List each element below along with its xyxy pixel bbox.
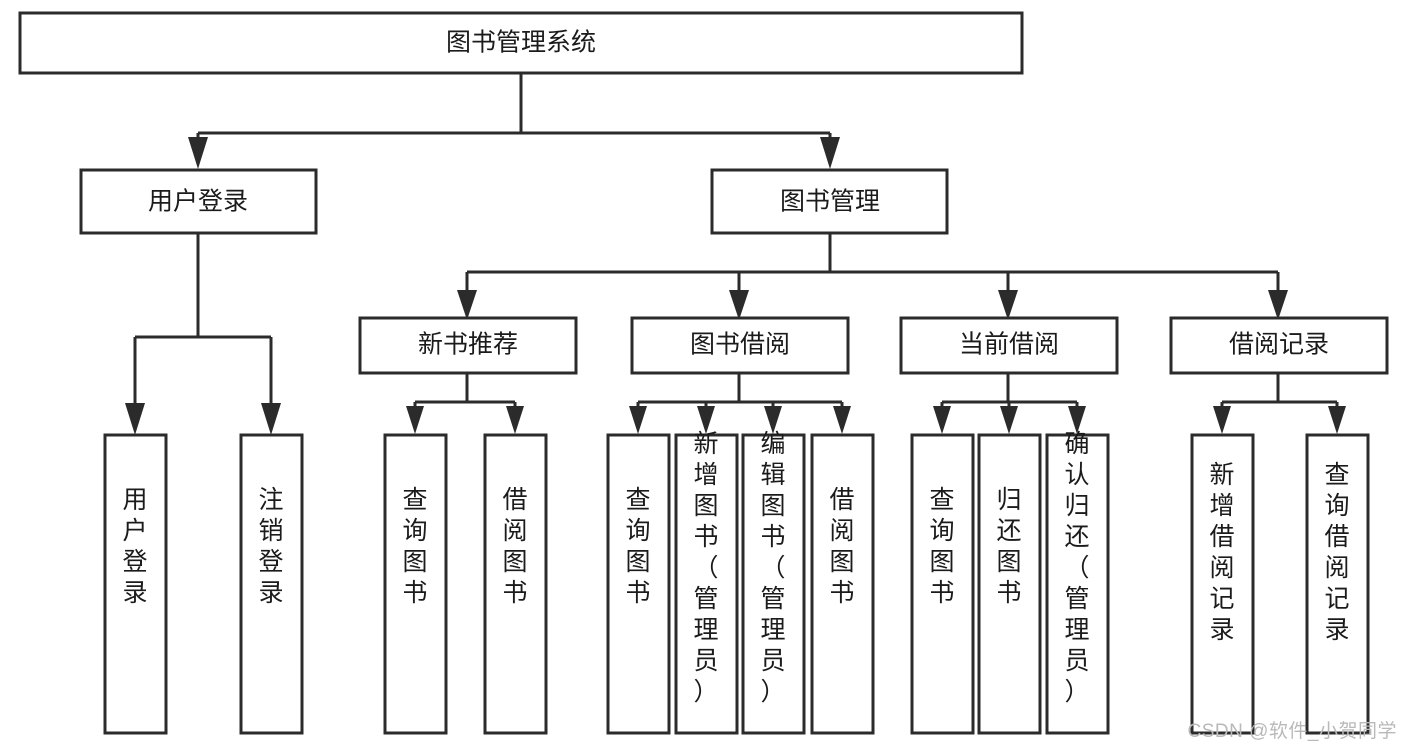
arrow-cb-leaf-3 <box>1068 406 1086 434</box>
arrow-cb-leaf-1 <box>933 406 951 434</box>
node-new-book-recommend[interactable]: 新书推荐 <box>358 316 578 375</box>
leaf-book-borrow-edit-box[interactable] <box>741 433 806 735</box>
arrow-root-to-book-mgmt <box>820 137 840 169</box>
node-book-borrow-label: 图书借阅 <box>690 331 790 359</box>
arrow-bb-leaf-3 <box>764 406 782 434</box>
leaf-current-borrow-confirm[interactable]: 确认归还（管理员） <box>1045 430 1110 735</box>
leaf-book-borrow-query-label: 查询图书 <box>625 486 650 607</box>
node-borrow-record-box[interactable] <box>1169 316 1389 375</box>
leaf-current-borrow-return-box[interactable] <box>977 433 1042 735</box>
arrow-bm-to-borrow-record <box>1268 290 1288 320</box>
arrow-bm-to-book-borrow <box>729 290 749 320</box>
node-user-login[interactable]: 用户登录 <box>79 168 318 235</box>
arrow-ul-to-leaf-1 <box>125 403 145 435</box>
leaf-user-login-logout-box[interactable] <box>239 433 304 735</box>
node-book-management-label: 图书管理 <box>780 188 880 216</box>
leaf-borrow-record-query-box[interactable] <box>1305 433 1370 735</box>
leaf-user-login-logout[interactable]: 注销登录 <box>239 433 304 735</box>
leaf-user-login-login-label: 用户登录 <box>122 486 147 607</box>
node-root-box[interactable] <box>18 11 1024 75</box>
arrow-bb-leaf-2 <box>697 406 715 434</box>
leaf-book-borrow-edit-label: 编辑图书（管理员） <box>760 430 785 706</box>
csdn-watermark: CSDN @软件_小贺同学 <box>1187 721 1397 742</box>
leaf-book-borrow-add-box[interactable] <box>674 433 739 735</box>
arrow-nb-leaf-2 <box>506 406 524 434</box>
leaf-borrow-record-add[interactable]: 新增借阅记录 <box>1190 433 1255 735</box>
arrow-bb-leaf-4 <box>833 406 851 434</box>
leaf-borrow-record-query-label: 查询借阅记录 <box>1324 461 1349 644</box>
leaf-current-borrow-return[interactable]: 归还图书 <box>977 433 1042 735</box>
node-current-borrow-box[interactable] <box>899 316 1119 375</box>
node-new-book-recommend-label: 新书推荐 <box>418 331 518 359</box>
node-current-borrow[interactable]: 当前借阅 <box>899 316 1119 375</box>
leaf-user-login-logout-label: 注销登录 <box>258 486 283 607</box>
arrow-bm-to-new-book <box>457 290 477 320</box>
leaf-new-book-query-label: 查询图书 <box>402 486 427 607</box>
leaf-current-borrow-query[interactable]: 查询图书 <box>910 433 975 735</box>
node-book-borrow-box[interactable] <box>630 316 850 375</box>
leaf-current-borrow-return-label: 归还图书 <box>996 486 1021 607</box>
arrow-bb-leaf-1 <box>629 406 647 434</box>
node-root-label: 图书管理系统 <box>446 29 596 57</box>
leaf-current-borrow-query-box[interactable] <box>910 433 975 735</box>
leaf-current-borrow-query-label: 查询图书 <box>929 486 954 607</box>
leaf-new-book-query[interactable]: 查询图书 <box>383 433 448 735</box>
arrow-br-leaf-1 <box>1213 406 1231 434</box>
leaf-new-book-borrow[interactable]: 借阅图书 <box>483 433 548 735</box>
leaf-new-book-borrow-label: 借阅图书 <box>502 486 527 607</box>
leaf-book-borrow-add-label: 新增图书（管理员） <box>693 430 718 706</box>
node-new-book-recommend-box[interactable] <box>358 316 578 375</box>
arrow-ul-to-leaf-2 <box>261 403 281 435</box>
leaf-borrow-record-query[interactable]: 查询借阅记录 <box>1305 433 1370 735</box>
leaf-user-login-login[interactable]: 用户登录 <box>103 433 168 735</box>
node-book-borrow[interactable]: 图书借阅 <box>630 316 850 375</box>
leaf-book-borrow-add[interactable]: 新增图书（管理员） <box>674 430 739 735</box>
arrow-root-to-user-login <box>188 137 208 169</box>
leaf-current-borrow-confirm-box[interactable] <box>1045 433 1110 735</box>
node-book-management[interactable]: 图书管理 <box>710 168 949 235</box>
node-book-management-box[interactable] <box>710 168 949 235</box>
leaf-book-borrow-borrow-box[interactable] <box>810 433 875 735</box>
leaf-book-borrow-query-box[interactable] <box>606 433 671 735</box>
arrow-cb-leaf-2 <box>1000 406 1018 434</box>
leaf-user-login-login-box[interactable] <box>103 433 168 735</box>
leaf-book-borrow-edit[interactable]: 编辑图书（管理员） <box>741 430 806 735</box>
leaf-new-book-borrow-box[interactable] <box>483 433 548 735</box>
leaf-book-borrow-borrow-label: 借阅图书 <box>829 486 854 607</box>
leaf-borrow-record-add-box[interactable] <box>1190 433 1255 735</box>
arrow-br-leaf-2 <box>1328 406 1346 434</box>
leaf-new-book-query-box[interactable] <box>383 433 448 735</box>
connectors-group <box>125 74 1346 435</box>
leaf-current-borrow-confirm-label: 确认归还（管理员） <box>1064 430 1089 706</box>
arrow-bm-to-current-borrow <box>998 290 1018 320</box>
leaf-borrow-record-add-label: 新增借阅记录 <box>1209 461 1234 644</box>
node-root[interactable]: 图书管理系统 <box>18 11 1024 75</box>
node-current-borrow-label: 当前借阅 <box>959 331 1059 359</box>
arrow-nb-leaf-1 <box>406 406 424 434</box>
node-borrow-record-label: 借阅记录 <box>1229 331 1329 359</box>
node-borrow-record[interactable]: 借阅记录 <box>1169 316 1389 375</box>
leaf-book-borrow-query[interactable]: 查询图书 <box>606 433 671 735</box>
leaf-book-borrow-borrow[interactable]: 借阅图书 <box>810 433 875 735</box>
node-user-login-label: 用户登录 <box>148 188 248 216</box>
node-user-login-box[interactable] <box>79 168 318 235</box>
